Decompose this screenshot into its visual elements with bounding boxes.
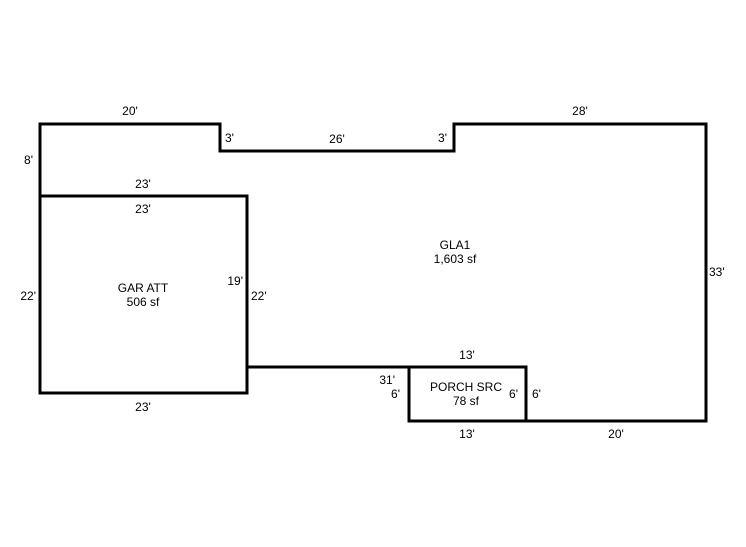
porch-name-label: PORCH SRC	[430, 380, 502, 394]
dim-garage-right: 22'	[251, 289, 267, 303]
porch-outline	[407, 365, 528, 423]
dim-gla-notch-left: 3'	[225, 131, 234, 145]
porch-area-label: 78 sf	[453, 394, 480, 408]
dim-gla-notch-right: 3'	[438, 131, 447, 145]
gla1-area-label: 1,603 sf	[434, 252, 477, 266]
dim-gla-left-upper: 8'	[24, 153, 33, 167]
dim-gla-notch-mid: 26'	[329, 132, 345, 146]
dim-garage-bottom: 23'	[135, 400, 151, 414]
dim-gla-inner-vertical: 31'	[379, 373, 395, 387]
dim-garage-left: 22'	[20, 289, 36, 303]
dim-gla-bottom-right: 20'	[608, 427, 624, 441]
dim-porch-right-inner: 6'	[509, 387, 518, 401]
gla1-outline	[38, 122, 708, 423]
dim-garage-top-outer: 23'	[135, 177, 151, 191]
dim-gla-top-left: 20'	[122, 104, 138, 118]
dim-gla-top-right: 28'	[572, 104, 588, 118]
garage-name-label: GAR ATT	[118, 281, 169, 295]
dim-porch-left: 6'	[391, 387, 400, 401]
dim-gla-right: 33'	[709, 265, 725, 279]
garage-outline	[38, 194, 249, 395]
dim-porch-right-outer: 6'	[532, 387, 541, 401]
dim-garage-top-inner: 23'	[135, 202, 151, 216]
dim-gla-inner-horizontal: 19'	[227, 274, 243, 288]
dim-porch-top: 13'	[459, 348, 475, 362]
dim-porch-bottom: 13'	[459, 427, 475, 441]
garage-area-label: 506 sf	[127, 295, 160, 309]
gla1-name-label: GLA1	[440, 238, 471, 252]
